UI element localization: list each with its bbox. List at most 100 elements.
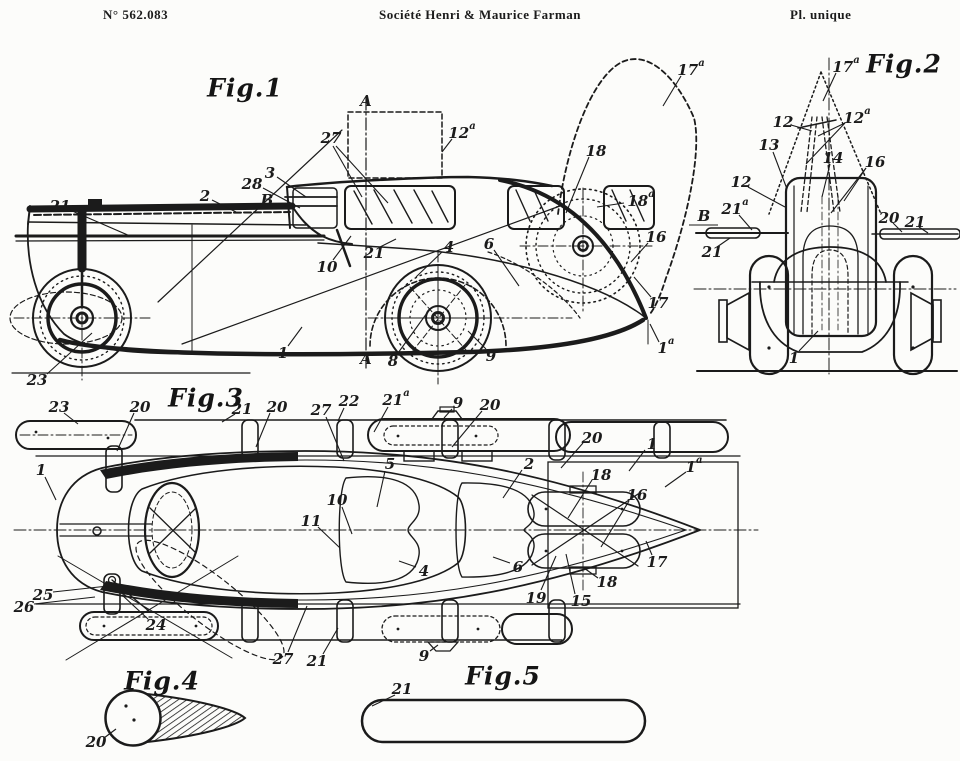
callout-leader-line xyxy=(633,276,652,298)
callout-label: 6 xyxy=(513,558,524,576)
callout-label: 1 xyxy=(278,344,288,362)
callout-label: 4 xyxy=(444,238,454,256)
callout-label: 14 xyxy=(823,149,844,167)
callout-label: 20 xyxy=(878,209,900,227)
callout-label: 16 xyxy=(627,486,648,504)
callout-leader-line xyxy=(335,145,389,204)
callout-leader-line xyxy=(69,209,131,237)
callout-leader-line xyxy=(798,330,819,352)
callout-leader-line xyxy=(596,202,625,208)
callout-label: 20 xyxy=(266,398,288,416)
callout-label: 21 xyxy=(904,213,926,231)
callout-leader-line xyxy=(441,138,453,153)
callout-leader-line xyxy=(429,644,439,652)
callout-label: 27 xyxy=(272,650,294,668)
callout-leader-line xyxy=(630,242,649,263)
callout-leader-line xyxy=(772,151,788,190)
callout-leader-line xyxy=(790,124,813,132)
callout-label: 21a xyxy=(381,388,409,410)
callout-label: 27 xyxy=(320,129,342,147)
callout-leader-line xyxy=(747,186,786,208)
callout-leader-line xyxy=(341,506,353,535)
callout-leader-line xyxy=(565,156,590,214)
fig3-plan-view xyxy=(13,406,759,661)
callout-leader-line xyxy=(567,479,593,519)
callout-leader-line xyxy=(211,199,237,213)
callout-label: A xyxy=(358,92,372,110)
callout-label: 17a xyxy=(677,58,704,80)
callout-label: 1a xyxy=(686,455,703,477)
callout-label: 28 xyxy=(241,175,263,193)
callout-leader-line xyxy=(325,416,345,462)
callout-leader-line xyxy=(918,226,929,234)
callout-label: 4 xyxy=(419,562,429,580)
callout-label: 27 xyxy=(310,401,332,419)
callout-label: 16 xyxy=(865,153,886,171)
callout-label: 16 xyxy=(646,228,667,246)
callout-label: 9 xyxy=(486,347,497,365)
callout-leader-line xyxy=(628,449,646,472)
callout-leader-line xyxy=(276,176,307,198)
callout-leader-line xyxy=(565,553,576,595)
callout-leader-line xyxy=(649,323,660,343)
fig1-side-view xyxy=(9,58,698,385)
figure-title: Fig.3 xyxy=(167,384,244,413)
callout-leader-line xyxy=(843,167,867,202)
callout-label: 23 xyxy=(48,398,70,416)
callout-label: 1 xyxy=(789,349,799,367)
callout-label: 2 xyxy=(523,455,534,473)
callout-leader-line xyxy=(583,567,599,579)
callout-leader-line xyxy=(830,167,867,214)
callout-leader-line xyxy=(600,500,630,548)
callout-leader-line xyxy=(46,332,93,375)
callout-label: 23 xyxy=(26,371,48,389)
callout-label: 17 xyxy=(648,294,669,312)
callout-label: 11 xyxy=(301,512,322,530)
callout-leader-line xyxy=(560,442,584,469)
callout-leader-line xyxy=(662,75,682,107)
callout-label: 26 xyxy=(13,598,35,616)
callout-label: B xyxy=(697,207,711,225)
callout-leader-line xyxy=(332,235,352,261)
callout-label: 18 xyxy=(591,466,612,484)
figure-title: Fig.2 xyxy=(865,50,942,79)
callout-label: 1a xyxy=(658,336,675,358)
callout-leader-line xyxy=(287,326,303,347)
callout-label: 10 xyxy=(317,258,338,276)
callout-label: 20 xyxy=(479,396,501,414)
callout-label: 19 xyxy=(526,589,547,607)
callout-leader-line xyxy=(492,556,511,564)
callout-leader-line xyxy=(332,145,363,198)
callout-label: 12a xyxy=(843,106,870,128)
callout-label: 17a xyxy=(832,55,859,77)
callout-leader-line xyxy=(645,540,653,556)
figure-title: Fig.1 xyxy=(206,74,283,103)
callout-leader-line xyxy=(502,469,523,499)
patent-number: N° 562.083 xyxy=(103,7,169,22)
callout-label: 1 xyxy=(647,435,657,453)
callout-label: 18a xyxy=(627,189,654,211)
callout-leader-line xyxy=(817,122,846,137)
callout-leader-line xyxy=(103,728,117,739)
callout-label: 21 xyxy=(701,243,723,261)
callout-leader-line xyxy=(337,407,345,422)
callout-leader-line xyxy=(317,526,341,549)
callout-leader-line xyxy=(44,476,57,501)
callout-label: 18 xyxy=(597,573,618,591)
callout-leader-line xyxy=(821,163,831,198)
callout-label: 10 xyxy=(327,491,348,509)
callout-leader-line xyxy=(322,627,339,655)
plate-label: Pl. unique xyxy=(790,7,852,22)
callout-label: A xyxy=(358,350,372,368)
callout-label: 18 xyxy=(586,142,607,160)
callout-label: 21 xyxy=(363,244,385,262)
figure-title: Fig.4 xyxy=(123,667,200,696)
callout-label: 17 xyxy=(647,553,668,571)
callout-label: 8 xyxy=(388,352,399,370)
callout-leader-line xyxy=(121,594,149,620)
callout-leader-line xyxy=(262,187,301,209)
callout-label: 15 xyxy=(571,592,592,610)
callout-label: 3 xyxy=(265,164,275,182)
